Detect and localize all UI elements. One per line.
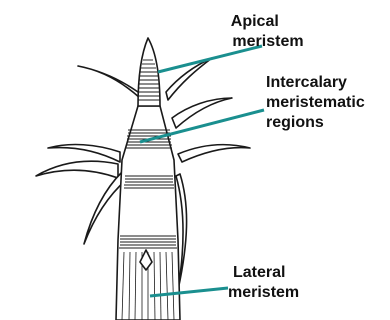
leaf-lower-right — [178, 145, 250, 162]
apical-meristem-label: Apical meristem — [231, 13, 304, 50]
intercalary-label-line2: meristematic — [266, 94, 365, 111]
intercalary-label: Intercalary meristematic regions — [266, 74, 369, 131]
intercalary-label-line1: Intercalary — [266, 74, 347, 91]
apical-label-line2: meristem — [232, 33, 303, 50]
lateral-label-line1: Lateral — [233, 264, 285, 281]
leaf-upper-left — [78, 66, 140, 98]
leaf-lower-left — [36, 161, 118, 178]
stem — [116, 106, 180, 320]
lateral-meristem-label: Lateral meristem — [228, 264, 299, 301]
leaf-mid-left — [48, 145, 120, 162]
apical-tip — [138, 38, 160, 106]
lateral-label-line2: meristem — [228, 284, 299, 301]
leaf-mid-right — [172, 98, 232, 128]
intercalary-label-line3: regions — [266, 114, 324, 131]
apical-label-line1: Apical — [231, 13, 279, 30]
